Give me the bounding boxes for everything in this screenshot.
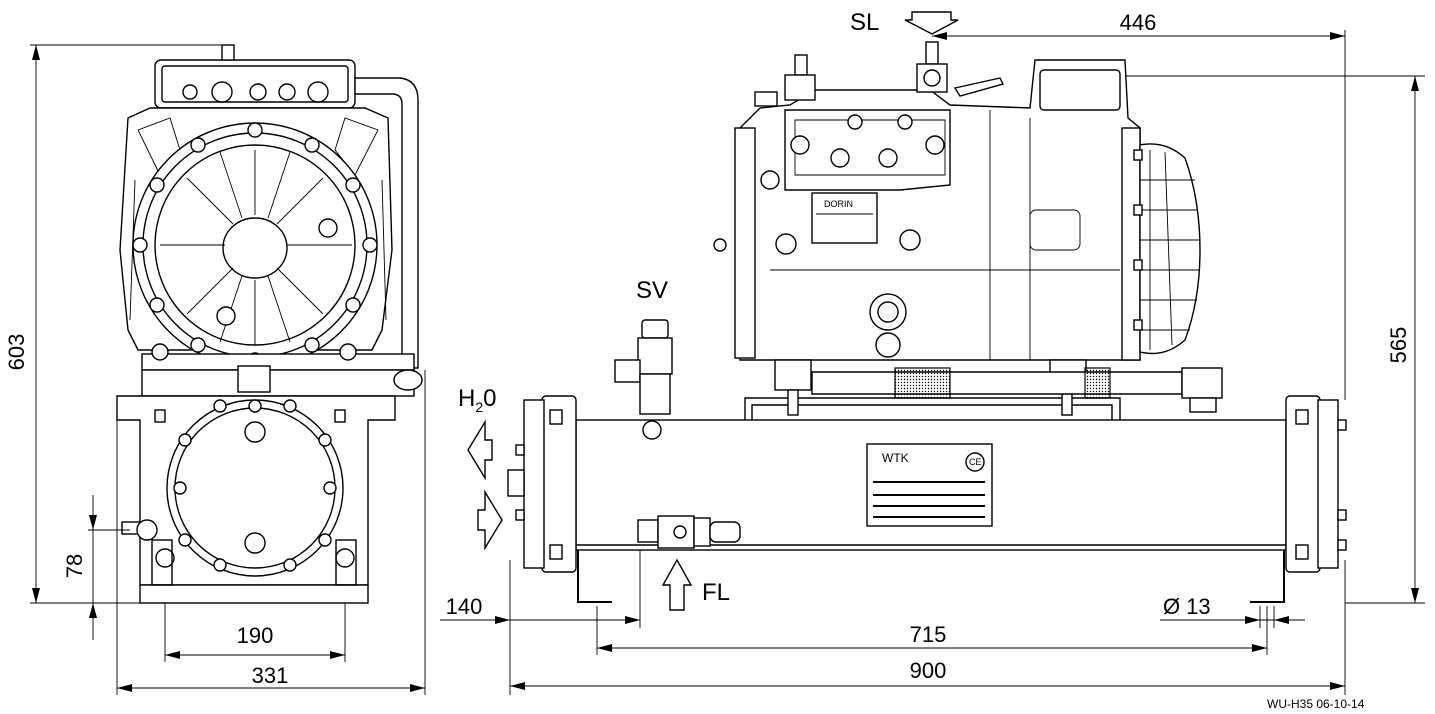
- discharge-line: [811, 371, 1183, 395]
- discharge-fitting: [1181, 367, 1223, 399]
- motor-dome: [1139, 143, 1201, 355]
- label-sl: SL: [850, 9, 879, 36]
- sight-glass: [318, 218, 338, 238]
- compressor-nameplate: [811, 192, 878, 244]
- sl-valve: [916, 63, 948, 93]
- oil-sight-glass: [869, 293, 907, 331]
- end-bolts: [515, 409, 1347, 560]
- label-sv: SV: [636, 277, 668, 304]
- compressor-base: [141, 353, 415, 371]
- drawing-code: WU-H35 06-10-14: [1267, 697, 1365, 711]
- flange-bolts: [132, 122, 378, 368]
- vibration-absorber: [894, 367, 951, 399]
- sv-valve-cap: [641, 319, 669, 339]
- top-valve: [221, 44, 235, 61]
- fl-valve: [637, 519, 659, 543]
- dim-900: 900: [910, 658, 947, 683]
- flange-ribs: [160, 150, 352, 345]
- compressor-brand: DORIN: [824, 199, 853, 209]
- sl-flow-arrow: [904, 11, 959, 35]
- label-h2o: H20: [458, 385, 497, 415]
- dim-331: 331: [252, 663, 289, 688]
- label-fl: FL: [702, 579, 730, 606]
- cover-bolts: [173, 399, 337, 572]
- dim-446: 446: [1120, 10, 1157, 35]
- side-view: DORIN: [467, 11, 1347, 611]
- base-feet: [139, 584, 369, 604]
- dim-190: 190: [237, 623, 274, 648]
- water-out-arrow: [467, 419, 493, 481]
- motor-end-cover: [734, 127, 756, 359]
- water-in-arrow: [477, 489, 503, 551]
- dim-603: 603: [4, 334, 29, 371]
- dimension-values: 603 78 190 331 446 565 140 715 900: [4, 10, 1411, 688]
- dim-140: 140: [446, 594, 483, 619]
- dim-715: 715: [910, 622, 947, 647]
- ce-mark: CE: [969, 457, 982, 467]
- front-view: [116, 44, 423, 604]
- condenser-nameplate: [866, 443, 993, 527]
- fl-flow-arrow: [661, 558, 693, 611]
- dim-565: 565: [1386, 327, 1411, 364]
- sl-valve-stem: [925, 41, 939, 65]
- motor-bolts: [1133, 149, 1143, 331]
- dimension-lines: [30, 30, 1425, 695]
- nameplate-logo: WTK: [882, 451, 909, 465]
- cylinder-head: [784, 109, 951, 191]
- dim-78: 78: [62, 554, 87, 578]
